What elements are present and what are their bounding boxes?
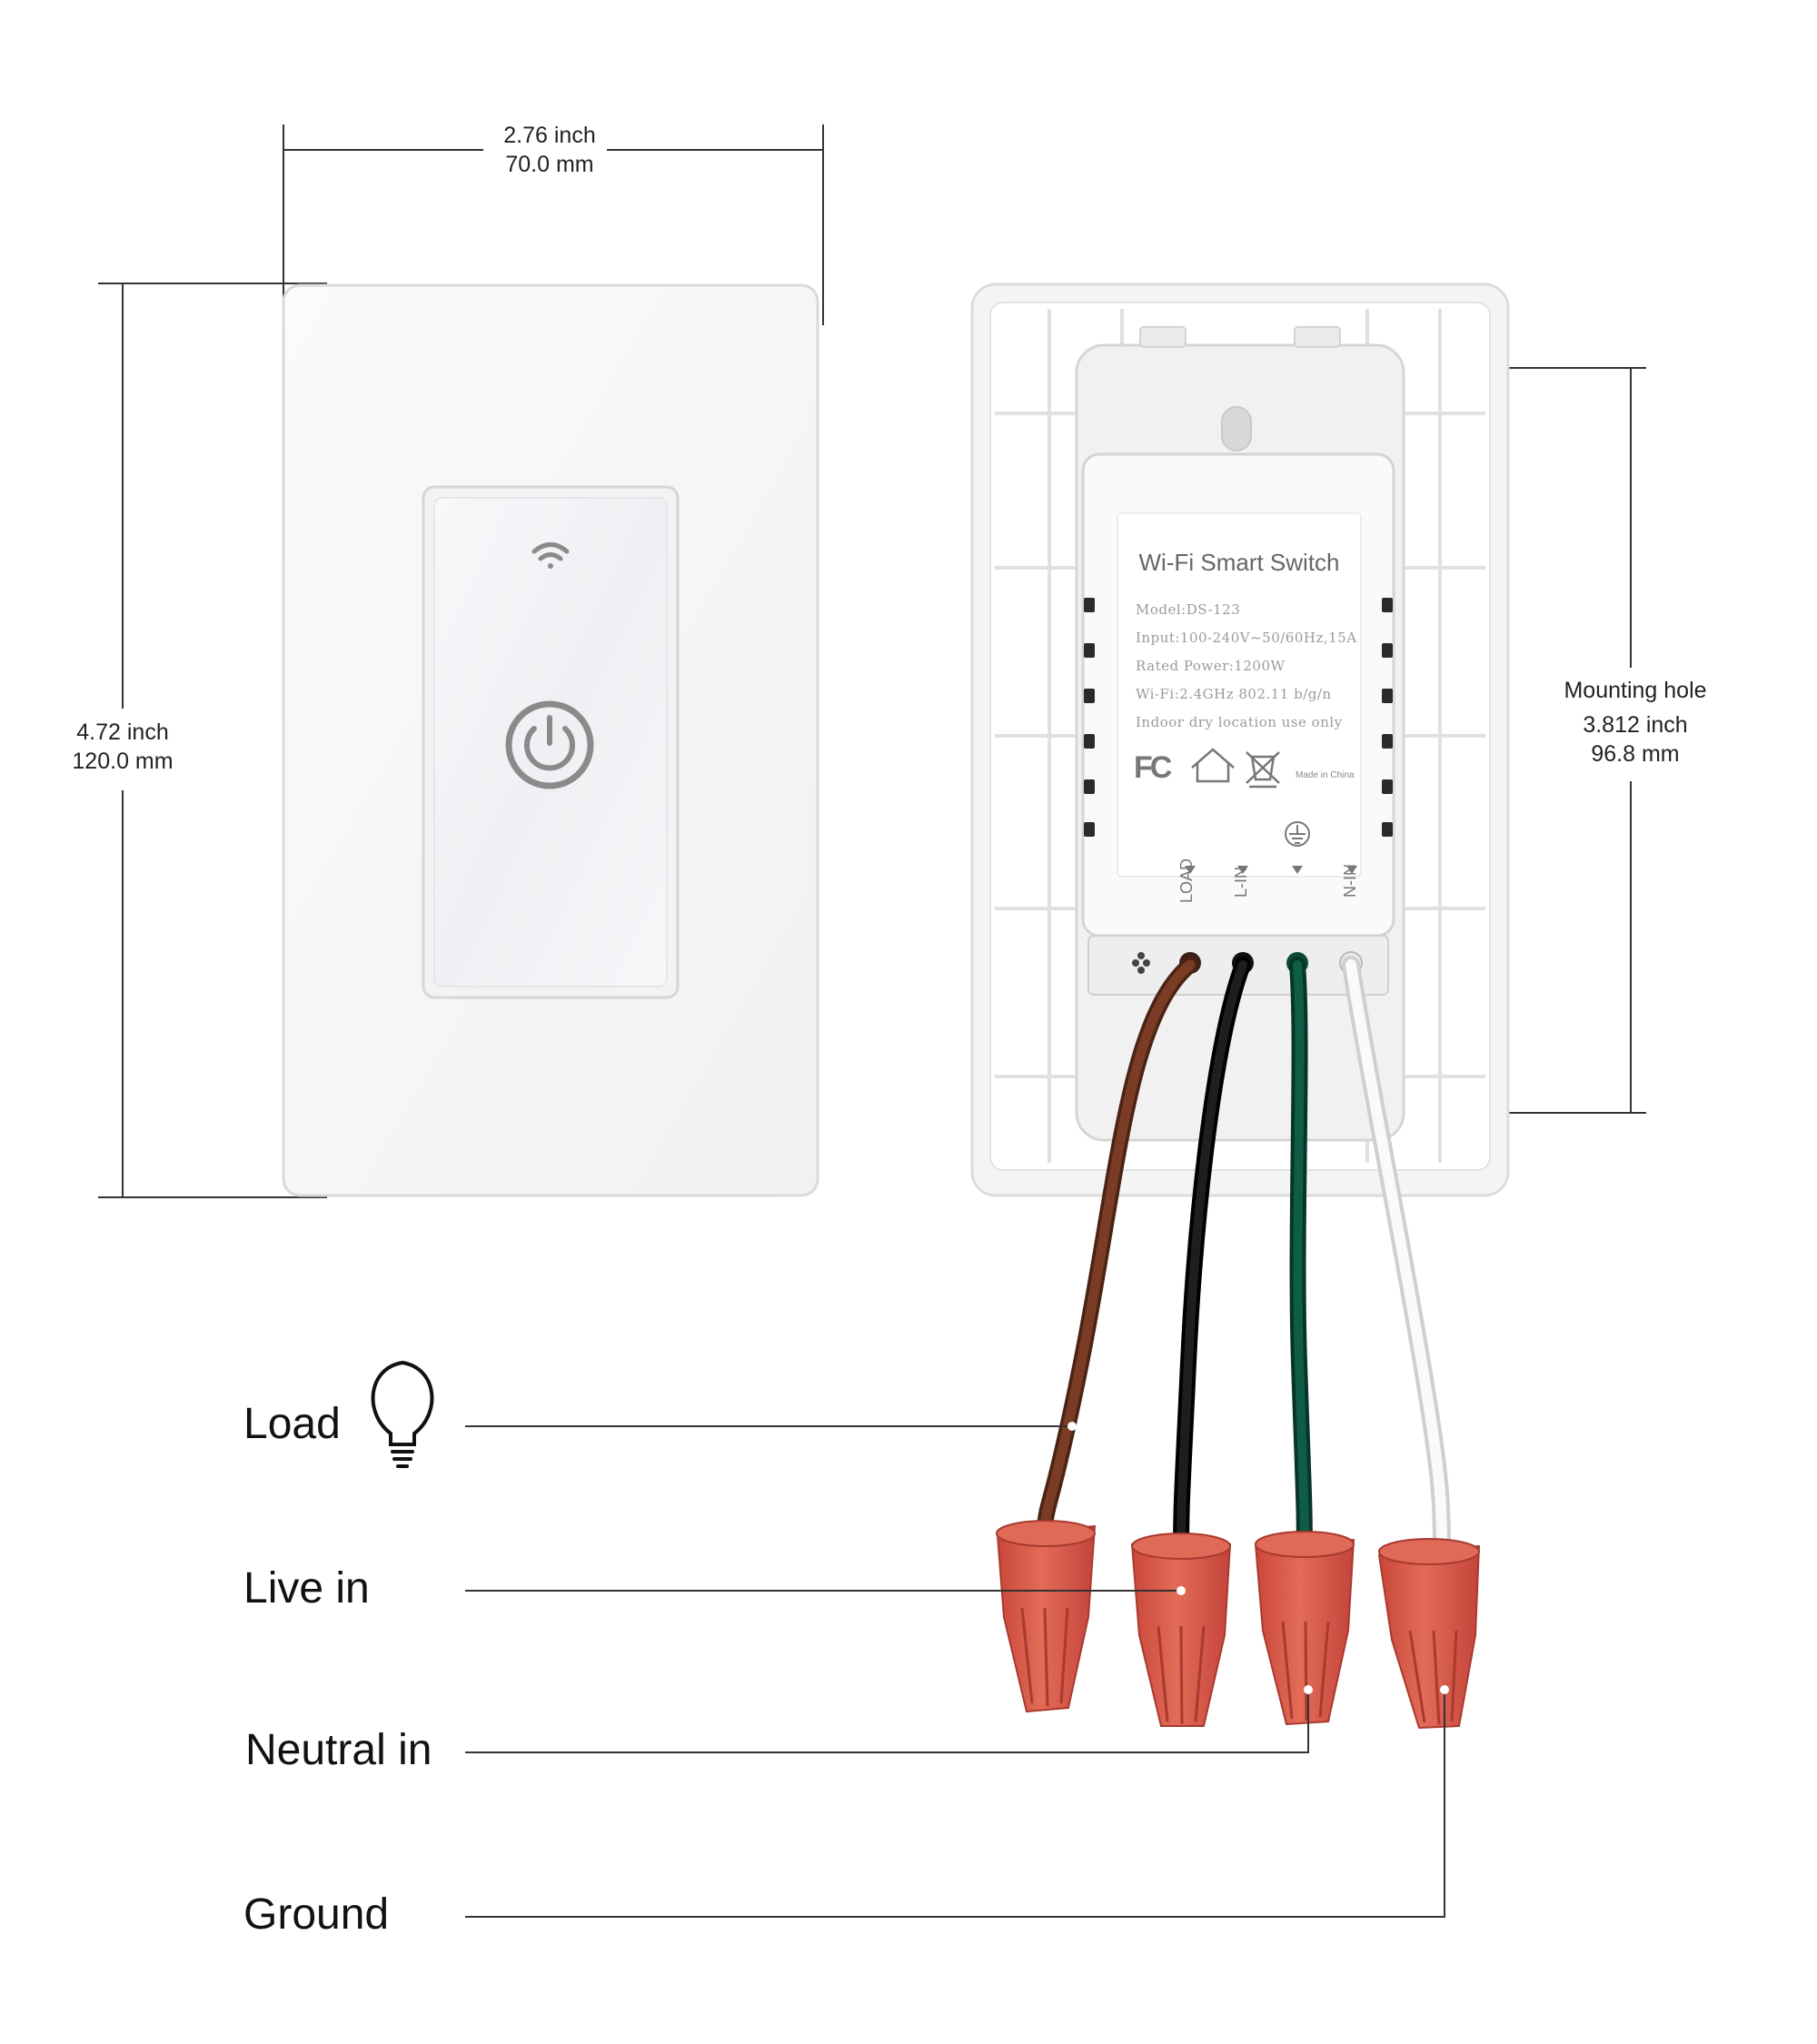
mounting-hole-inch: 3.812 inch — [1583, 712, 1688, 738]
mounting-hole-mm: 96.8 mm — [1591, 741, 1680, 767]
callout-load: Load — [243, 1400, 341, 1448]
wire-nut-ground — [1377, 1538, 1481, 1730]
home-icon — [1191, 748, 1235, 783]
reset-hole — [1132, 952, 1150, 974]
fcc-logo: FC — [1134, 750, 1172, 785]
terminal-neutral: N-IN — [1341, 864, 1359, 898]
wires — [1037, 956, 1452, 1572]
terminal-live: L-IN — [1232, 866, 1250, 898]
callout-neutral-in: Neutral in — [245, 1726, 432, 1774]
spec-line: Rated Power:1200W — [1136, 658, 1286, 674]
made-in-label: Made in China — [1296, 770, 1355, 780]
width-dimension — [283, 124, 824, 325]
callout-live-in: Live in — [243, 1564, 370, 1612]
wire-nut-live — [1130, 1533, 1232, 1727]
height-dimension-label: 4.72 inch 120.0 mm — [36, 718, 209, 776]
spec-line: Model:DS-123 — [1136, 601, 1241, 618]
height-dimension — [98, 283, 327, 1198]
mounting-hole-dimension-label: Mounting hole 3.812 inch 96.8 mm — [1535, 676, 1735, 769]
wire-nut-neutral — [1254, 1531, 1355, 1726]
spec-line: Wi-Fi:2.4GHz 802.11 b/g/n — [1136, 686, 1332, 702]
wire-nut-load — [996, 1520, 1097, 1713]
terminal-load: LOAD — [1177, 858, 1196, 903]
switch-back-view — [970, 283, 1510, 1197]
ground-symbol-icon — [1285, 821, 1310, 847]
height-inch: 4.72 inch — [76, 719, 169, 745]
mounting-hole-title: Mounting hole — [1564, 678, 1707, 703]
height-mm: 120.0 mm — [72, 749, 174, 774]
module-spec-lines: Model:DS-123 Input:100-240V~50/60Hz,15A … — [1136, 601, 1363, 742]
module-title: Wi-Fi Smart Switch — [1138, 549, 1340, 576]
wifi-icon — [531, 542, 570, 569]
width-inch: 2.76 inch — [503, 123, 596, 148]
width-dimension-label: 2.76 inch 70.0 mm — [445, 121, 654, 179]
callout-leaders — [465, 1425, 1445, 1918]
width-mm: 70.0 mm — [505, 152, 594, 177]
spec-line: Indoor dry location use only — [1136, 714, 1343, 730]
switch-front-view — [282, 283, 819, 1197]
weee-bin-icon — [1246, 751, 1280, 789]
power-icon[interactable] — [505, 700, 594, 789]
spec-line: Input:100-240V~50/60Hz,15A — [1136, 630, 1357, 646]
callout-ground: Ground — [243, 1890, 390, 1939]
bulb-icon — [371, 1360, 434, 1468]
